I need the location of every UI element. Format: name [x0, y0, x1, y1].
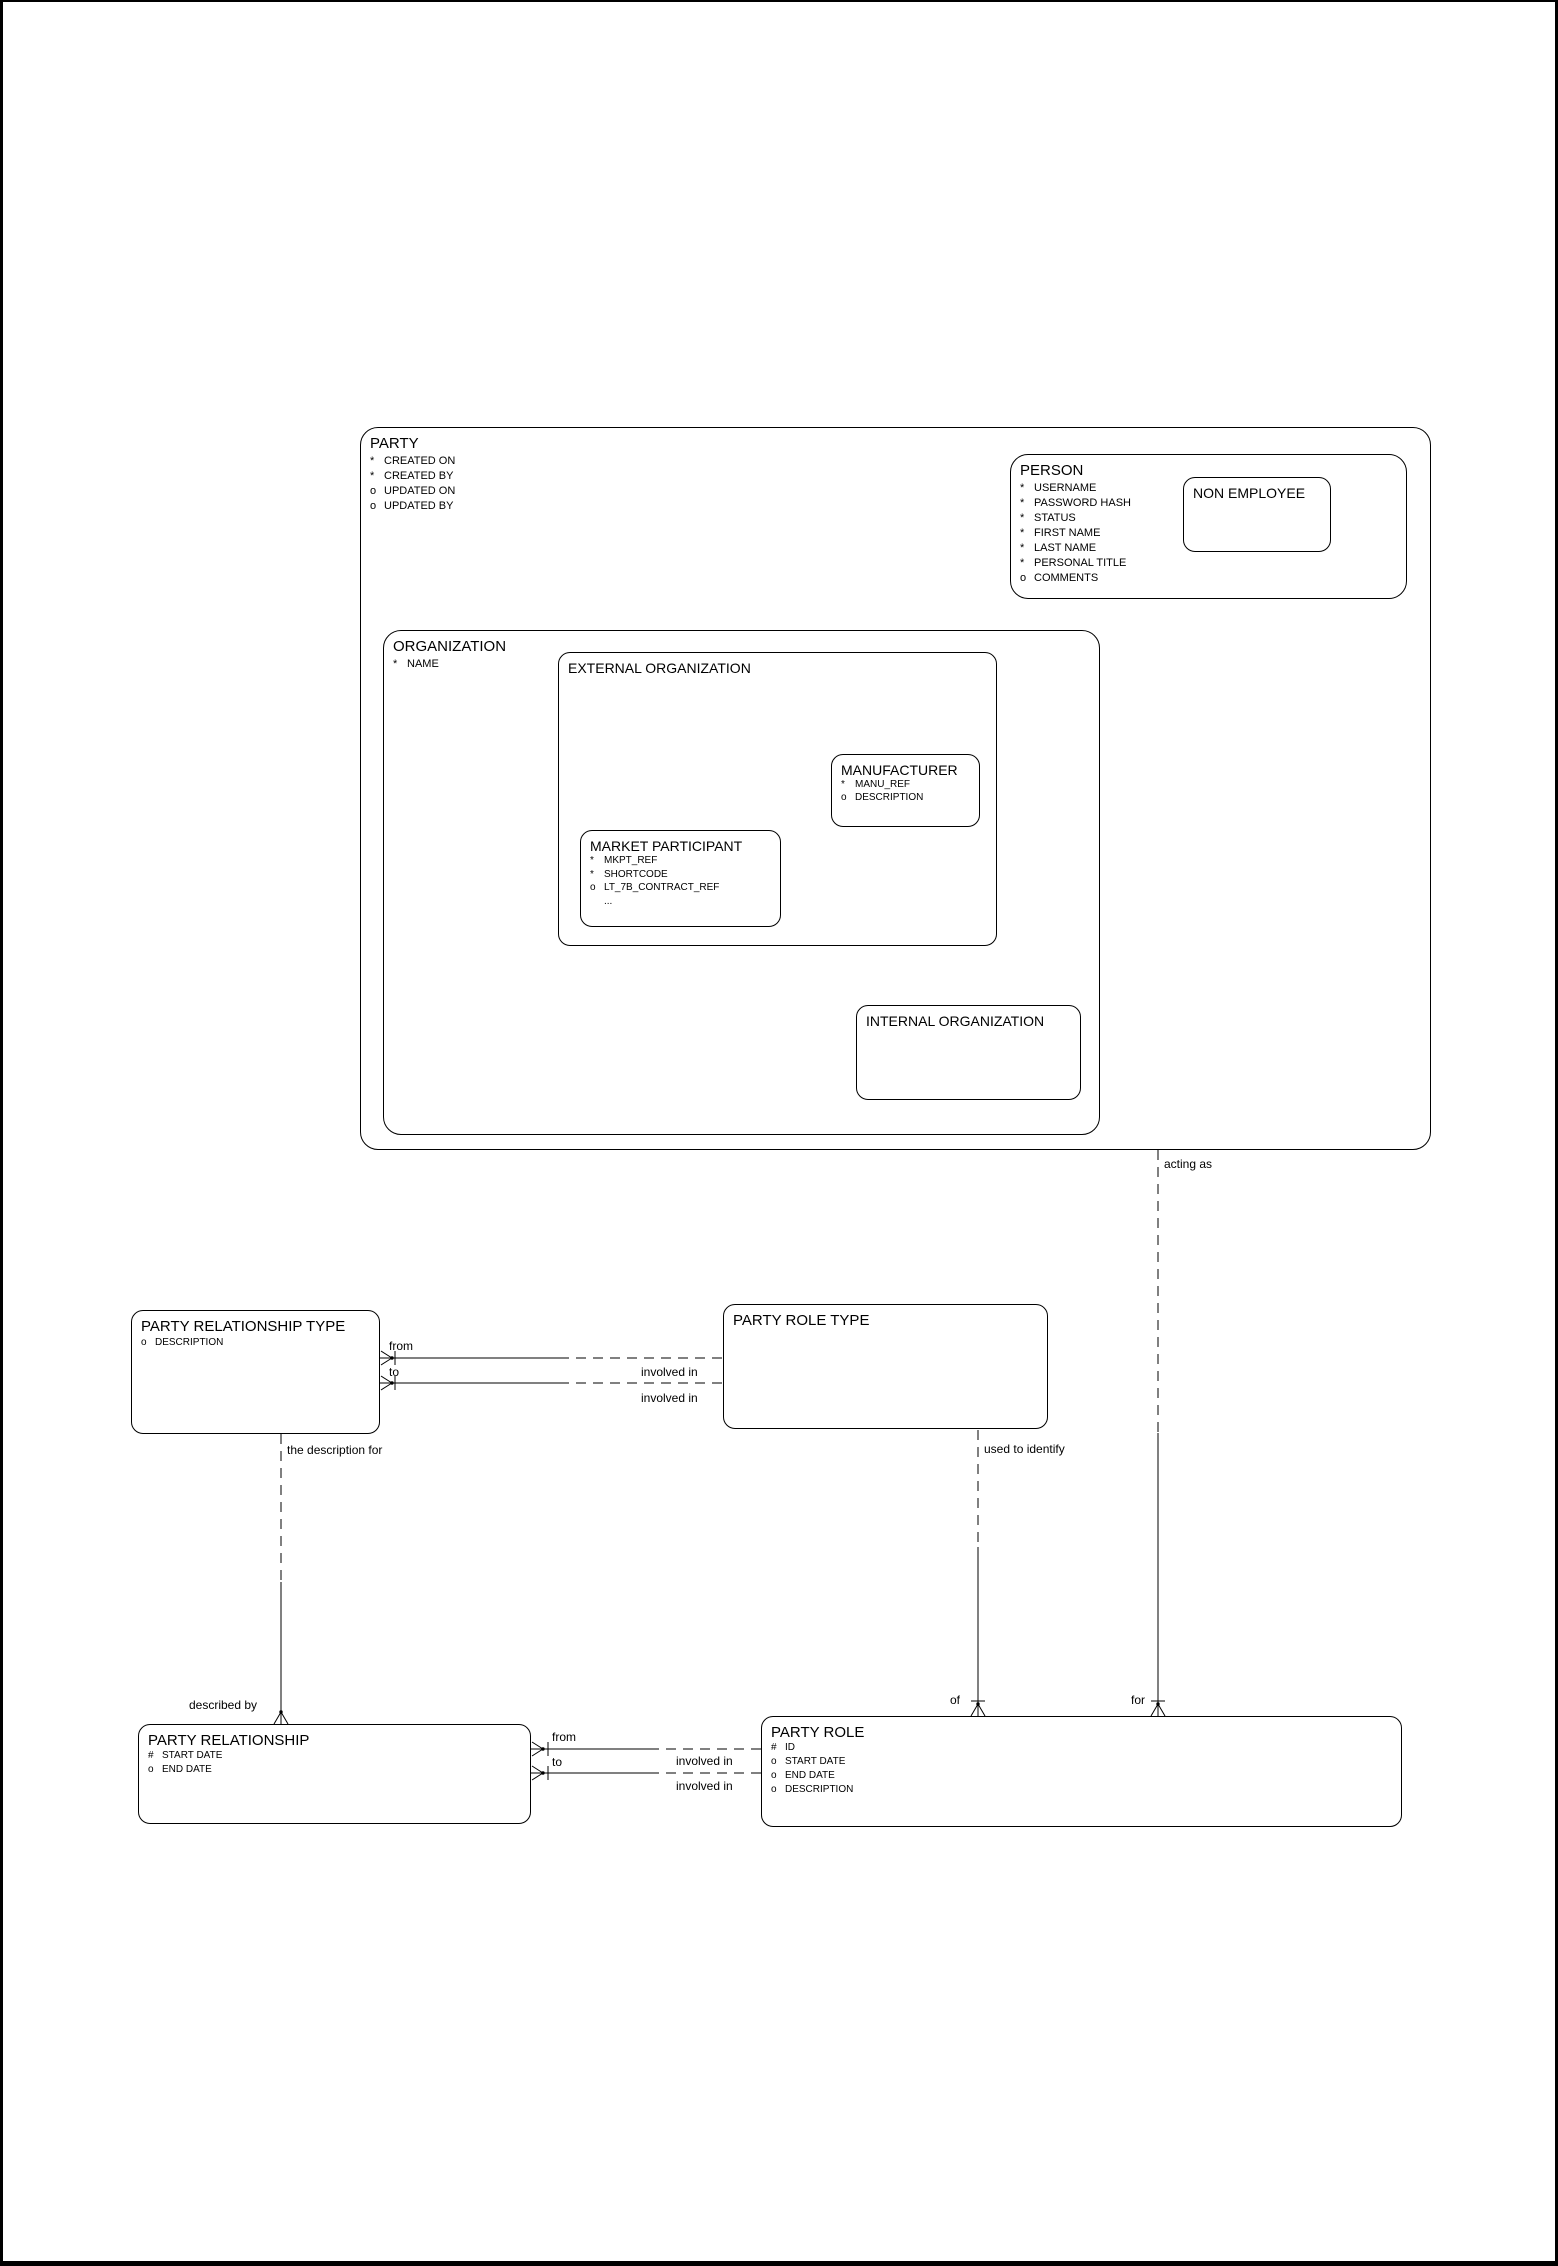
attribute-row: #ID — [771, 1742, 795, 1753]
attribute-list: *USERNAME *PASSWORD HASH *STATUS *FIRST … — [1020, 481, 1397, 586]
entity-title: PARTY RELATIONSHIP — [148, 1732, 310, 1749]
entity-title: PARTY — [370, 435, 419, 452]
attribute-row: *CREATED BY — [370, 470, 454, 482]
relationship-label-involved-in: involved in — [676, 1779, 733, 1793]
relationship-label-the-description-for: the description for — [287, 1443, 383, 1457]
connector-description-for — [273, 1434, 289, 1725]
entity-title: PERSON — [1020, 462, 1084, 479]
relationship-label-of: of — [950, 1693, 961, 1707]
attribute-row: *MKPT_REF — [590, 855, 658, 866]
relationship-label-acting-as: acting as — [1164, 1157, 1213, 1171]
connector-rel-to — [531, 1765, 761, 1781]
attribute-row: *NAME — [393, 658, 439, 670]
relationship-label-from: from — [552, 1730, 576, 1744]
relationship-label-described-by: described by — [189, 1698, 258, 1712]
entity-non-employee: NON EMPLOYEE — [1183, 477, 1331, 552]
attribute-row: ... — [604, 895, 613, 907]
attribute-row: *LAST NAME — [1020, 542, 1097, 554]
attribute-row: *FIRST NAME — [1020, 527, 1101, 539]
relationship-label-to: to — [389, 1365, 400, 1379]
entity-title: INTERNAL ORGANIZATION — [866, 1013, 1045, 1029]
attribute-row: *STATUS — [1020, 512, 1076, 524]
entity-title: MARKET PARTICIPANT — [590, 838, 743, 854]
entity-external-organization: EXTERNAL ORGANIZATION — [558, 652, 997, 946]
attribute-row: *SHORTCODE — [590, 868, 668, 880]
connector-acting-as — [1150, 1150, 1166, 1717]
relationship-label-to: to — [552, 1755, 563, 1769]
connector-used-to-identify — [970, 1430, 986, 1717]
connector-type-from — [380, 1350, 723, 1366]
attribute-row: *USERNAME — [1020, 482, 1097, 494]
entity-title: NON EMPLOYEE — [1193, 485, 1306, 501]
entity-title: PARTY ROLE TYPE — [733, 1312, 870, 1329]
entity-title: PARTY ROLE — [771, 1724, 865, 1741]
attribute-row: *CREATED ON — [370, 455, 456, 467]
attribute-list: *NAME — [393, 657, 1090, 672]
entity-party-role-type: PARTY ROLE TYPE — [723, 1304, 1048, 1429]
relationship-label-involved-in: involved in — [641, 1365, 698, 1379]
entity-title: ORGANIZATION — [393, 638, 507, 655]
attribute-row: *MANU_REF — [841, 779, 911, 790]
entity-market-participant: MARKET PARTICIPANT *MKPT_REF *SHORTCODE … — [580, 830, 781, 927]
attribute-row: *PERSONAL TITLE — [1020, 557, 1127, 569]
entity-title: MANUFACTURER — [841, 762, 958, 778]
entity-internal-organization: INTERNAL ORGANIZATION — [856, 1005, 1081, 1100]
entity-title: PARTY RELATIONSHIP TYPE — [141, 1318, 346, 1335]
attribute-row: *PASSWORD HASH — [1020, 497, 1131, 509]
entity-title: EXTERNAL ORGANIZATION — [568, 660, 751, 676]
attribute-row: #START DATE — [148, 1750, 223, 1761]
relationship-label-involved-in: involved in — [641, 1391, 698, 1405]
entity-organization: ORGANIZATION *NAME — [383, 630, 1100, 1135]
relationship-label-for: for — [1131, 1693, 1146, 1707]
relationship-label-involved-in: involved in — [676, 1754, 733, 1768]
entity-person: PERSON *USERNAME *PASSWORD HASH *STATUS … — [1010, 454, 1407, 599]
relationship-label-from: from — [389, 1339, 413, 1353]
relationship-label-used-to-identify: used to identify — [984, 1442, 1065, 1456]
